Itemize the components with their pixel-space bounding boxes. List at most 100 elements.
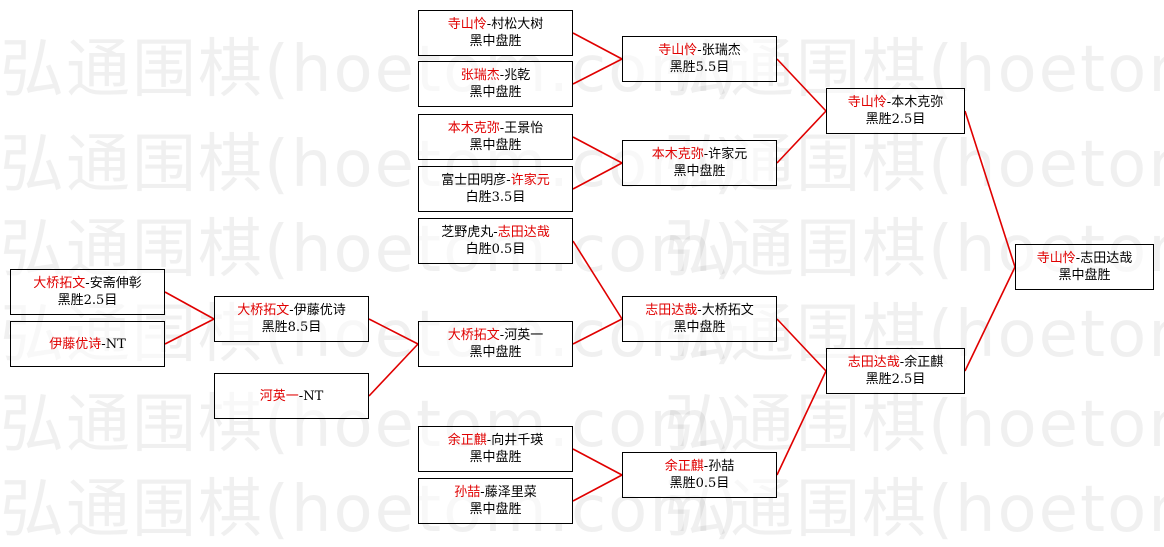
bracket-connector <box>572 474 623 502</box>
player-name: 张瑞杰 <box>701 43 741 58</box>
player-name: 本木克弥 <box>891 95 944 110</box>
match-result: 黑中盘胜 <box>469 502 522 517</box>
match-result: 黑胜2.5目 <box>865 372 926 387</box>
watermark-text: 弘通围棋(hoetom.com) <box>664 388 1164 462</box>
player-separator: - <box>703 459 709 474</box>
bracket-connector <box>572 240 623 320</box>
player-separator: - <box>289 303 294 318</box>
player-name: 本木克弥 <box>651 147 704 162</box>
match-players: 伊藤优诗-NT <box>49 336 125 353</box>
bracket-connector <box>164 291 215 320</box>
match-players: 大桥拓文-安斋伸彰 <box>33 275 141 292</box>
match-box: 寺山怜-志田达哉黑中盘胜 <box>1015 244 1154 290</box>
player-separator: - <box>493 225 498 240</box>
player-name: 寺山怜 <box>447 17 487 32</box>
player-separator: - <box>298 388 304 404</box>
match-players: 大桥拓文-河英一 <box>448 327 543 344</box>
match-result: 黑中盘胜 <box>469 138 522 153</box>
player-name: 兆乾 <box>504 68 531 83</box>
bracket-connector <box>572 136 623 164</box>
match-result: 黑中盘胜 <box>469 450 522 465</box>
match-box: 本木克弥-许家元黑中盘胜 <box>622 140 777 186</box>
bracket-connector <box>572 32 623 60</box>
match-result: 黑中盘胜 <box>1058 268 1111 283</box>
bracket-connector <box>572 58 623 85</box>
player-separator: - <box>85 276 90 291</box>
player-name: 张瑞杰 <box>460 68 500 83</box>
player-name: 志田达哉 <box>497 225 550 240</box>
player-name: 余正麒 <box>664 459 704 474</box>
match-box: 芝野虎丸-志田达哉白胜0.5目 <box>418 218 573 264</box>
player-name: 志田达哉 <box>1080 251 1133 266</box>
match-players: 寺山怜-本木克弥 <box>848 94 943 111</box>
player-name: 富士田明彦 <box>441 173 507 188</box>
bracket-connector <box>776 110 827 164</box>
player-name: 寺山怜 <box>1036 251 1076 266</box>
watermark-text: 弘通围棋(hoetom.com) <box>0 388 741 462</box>
player-name: 大桥拓文 <box>237 303 290 318</box>
match-result: 黑中盘胜 <box>673 320 726 335</box>
match-box: 余正麒-向井千瑛黑中盘胜 <box>418 426 573 472</box>
match-box: 河英一-NT <box>214 373 369 419</box>
match-players: 志田达哉-大桥拓文 <box>645 302 753 319</box>
match-players: 寺山怜-志田达哉 <box>1037 250 1132 267</box>
match-players: 余正麒-向井千瑛 <box>448 432 543 449</box>
bracket-connector <box>964 110 1016 268</box>
bracket-connector <box>776 58 827 112</box>
player-name: 孙喆 <box>708 459 735 474</box>
player-name: 大桥拓文 <box>33 276 86 291</box>
player-name: 寺山怜 <box>658 43 698 58</box>
player-name: 志田达哉 <box>645 303 698 318</box>
player-name: NT <box>105 336 126 352</box>
match-box: 志田达哉-大桥拓文黑中盘胜 <box>622 296 777 342</box>
player-name: 余正麒 <box>904 355 944 370</box>
match-players: 寺山怜-张瑞杰 <box>658 42 740 59</box>
match-players: 寺山怜-村松大树 <box>448 16 543 33</box>
player-name: 安斋伸彰 <box>89 276 142 291</box>
match-result: 黑胜5.5目 <box>669 60 730 75</box>
match-players: 河英一-NT <box>260 388 323 405</box>
player-name: 河英一 <box>259 388 299 404</box>
player-separator: - <box>899 355 905 370</box>
player-name: 孙喆 <box>454 485 481 500</box>
match-result: 白胜3.5目 <box>465 190 526 205</box>
watermark-text: 弘通围棋(hoetom.com) <box>0 33 741 107</box>
match-players: 大桥拓文-伊藤优诗 <box>237 302 345 319</box>
bracket-connector <box>776 370 827 476</box>
player-name: 伊藤优诗 <box>293 303 346 318</box>
bracket-connector <box>572 318 623 345</box>
player-name: 藤泽里菜 <box>484 485 537 500</box>
match-box: 余正麒-孙喆黑胜0.5目 <box>622 452 777 498</box>
match-result: 黑胜0.5目 <box>669 476 730 491</box>
bracket-connector <box>368 343 419 397</box>
match-box: 大桥拓文-安斋伸彰黑胜2.5目 <box>10 269 165 315</box>
player-separator: - <box>506 173 511 188</box>
player-separator: - <box>101 336 106 352</box>
match-players: 本木克弥-许家元 <box>652 146 747 163</box>
match-players: 本木克弥-王景怡 <box>448 120 543 137</box>
match-players: 富士田明彦-许家元 <box>441 172 549 189</box>
player-separator: - <box>703 147 709 162</box>
watermark-text: 弘通围棋(hoetom.com) <box>0 473 741 547</box>
match-players: 芝野虎丸-志田达哉 <box>441 224 549 241</box>
bracket-connector <box>572 162 623 190</box>
match-box: 寺山怜-张瑞杰黑胜5.5目 <box>622 36 777 82</box>
match-box: 大桥拓文-河英一黑中盘胜 <box>418 321 573 367</box>
match-result: 黑胜2.5目 <box>865 112 926 127</box>
match-players: 孙喆-藤泽里菜 <box>454 484 536 501</box>
match-result: 黑中盘胜 <box>469 345 522 360</box>
bracket-connector <box>164 318 215 345</box>
bracket-stage: 弘通围棋(hoetom.com) 弘通围棋(hoetom.com) 弘通围棋(h… <box>0 10 1164 542</box>
match-box: 大桥拓文-伊藤优诗黑胜8.5目 <box>214 296 369 342</box>
match-players: 余正麒-孙喆 <box>665 458 734 475</box>
player-name: 许家元 <box>510 173 550 188</box>
match-players: 志田达哉-余正麒 <box>848 354 943 371</box>
match-box: 孙喆-藤泽里菜黑中盘胜 <box>418 478 573 524</box>
player-separator: - <box>499 68 505 83</box>
player-name: NT <box>303 388 324 404</box>
match-box: 寺山怜-本木克弥黑胜2.5目 <box>826 88 965 134</box>
match-box: 本木克弥-王景怡黑中盘胜 <box>418 114 573 160</box>
watermark-text: 弘通围棋(hoetom.com) <box>0 128 741 202</box>
match-result: 黑中盘胜 <box>469 34 522 49</box>
match-result: 黑胜2.5目 <box>57 293 118 308</box>
